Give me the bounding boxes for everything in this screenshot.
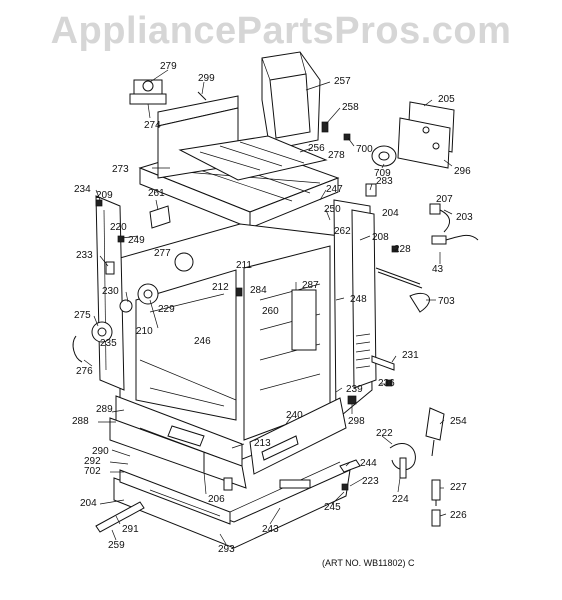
callout: 233	[76, 250, 93, 261]
callout: 277	[154, 248, 171, 259]
callout: 208	[372, 232, 389, 243]
callout: 203	[456, 212, 473, 223]
callout: 220	[110, 222, 127, 233]
callout: 278	[328, 150, 345, 161]
callout: 236	[378, 378, 395, 389]
broiler-drawer	[109, 395, 247, 489]
callout: 703	[438, 296, 455, 307]
oven-cavity	[119, 223, 341, 461]
callout: 229	[158, 304, 175, 315]
lower-front-panel	[249, 397, 347, 475]
callout: 239	[346, 384, 363, 395]
callout: 209	[96, 190, 113, 201]
callout: 279	[160, 61, 177, 72]
callout: 243	[262, 524, 279, 535]
callout: 210	[136, 326, 153, 337]
callout: 228	[394, 244, 411, 255]
callout: 260	[262, 306, 279, 317]
callout: 293	[218, 544, 235, 555]
callout: 249	[128, 235, 145, 246]
screw-299	[197, 91, 207, 101]
callout: 248	[350, 294, 367, 305]
right-side-panel	[333, 199, 377, 422]
callout: 709	[374, 168, 391, 179]
base-frame	[113, 461, 351, 549]
callout: 289	[96, 404, 113, 415]
callout: 246	[194, 336, 211, 347]
callout: 292	[84, 456, 101, 467]
callout: 224	[392, 494, 409, 505]
callout: 213	[254, 438, 271, 449]
callout: 287	[302, 280, 319, 291]
callout: 204	[382, 208, 399, 219]
callout: 254	[450, 416, 467, 427]
callout: 247	[326, 184, 343, 195]
callout: 261	[148, 188, 165, 199]
callout: 245	[324, 502, 341, 513]
gas-valve	[129, 79, 167, 105]
callout-labels: 279 299 257 274 258 700 205 273 256 278 …	[72, 61, 473, 555]
callout: 259	[108, 540, 125, 551]
callout: 205	[438, 94, 455, 105]
callout: 212	[212, 282, 229, 293]
callout: 288	[72, 416, 89, 427]
callout: 299	[198, 73, 215, 84]
callout: 250	[324, 204, 341, 215]
callout: 230	[102, 286, 119, 297]
callout: 276	[76, 366, 93, 377]
callout: 298	[348, 416, 365, 427]
callout: 258	[342, 102, 359, 113]
callout: 296	[454, 166, 471, 177]
right-lower-hardware	[203, 407, 445, 527]
art-number: (ART NO. WB11802) C	[322, 558, 415, 568]
callout: 291	[122, 524, 139, 535]
callout: 256	[308, 143, 325, 154]
callout: 283	[376, 176, 393, 187]
callout: 227	[450, 482, 467, 493]
callout: 223	[362, 476, 379, 487]
callout: 244	[360, 458, 377, 469]
drawer-slide	[95, 501, 145, 533]
left-hardware	[72, 199, 243, 363]
callout: 206	[208, 494, 225, 505]
callout: 275	[74, 310, 91, 321]
callout: 234	[74, 184, 91, 195]
callout: 257	[334, 76, 351, 87]
callout: 204	[80, 498, 97, 509]
leader-lines	[83, 69, 453, 545]
callout: 273	[112, 164, 129, 175]
callout: 702	[84, 466, 101, 477]
callout: 700	[356, 144, 373, 155]
callout: 207	[436, 194, 453, 205]
knob-709	[371, 145, 397, 167]
small-hardware	[321, 121, 479, 405]
callout: 226	[450, 510, 467, 521]
callout: 211	[236, 260, 252, 271]
callout: 222	[376, 428, 393, 439]
control-bracket	[397, 101, 455, 169]
callout: 235	[100, 338, 117, 349]
callout: 290	[92, 446, 109, 457]
callout: 231	[402, 350, 419, 361]
flue-duct	[261, 51, 321, 151]
callout: 43	[432, 264, 444, 275]
burner-box	[178, 135, 328, 181]
callout: 274	[144, 120, 161, 131]
callout: 240	[286, 410, 303, 421]
callout: 284	[250, 285, 267, 296]
callout: 262	[334, 226, 351, 237]
